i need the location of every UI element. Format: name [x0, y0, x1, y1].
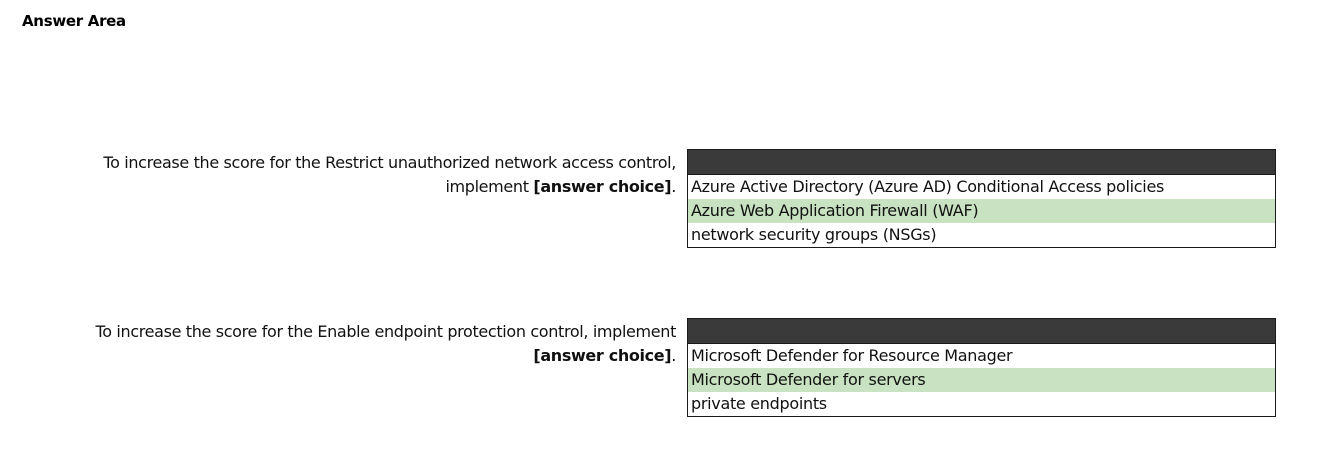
dropdown-option[interactable]: network security groups (NSGs)	[691, 225, 937, 244]
dropdown-header[interactable]	[688, 150, 1275, 175]
question-1-line-2: implement [answer choice].	[103, 175, 676, 199]
answer-choice-placeholder: [answer choice]	[533, 177, 672, 196]
question-2-line-2: [answer choice].	[96, 344, 676, 368]
question-2-line-1: To increase the score for the Enable end…	[95, 322, 677, 341]
question-1-line-2-prefix: implement	[445, 177, 534, 196]
dropdown-header[interactable]	[688, 319, 1275, 344]
question-1-line-2-suffix: .	[671, 177, 676, 196]
dropdown-option-selected[interactable]: Azure Web Application Firewall (WAF)	[688, 199, 1275, 223]
dropdown-option-selected[interactable]: Microsoft Defender for servers	[688, 368, 1275, 392]
answer-dropdown-1[interactable]: Azure Active Directory (Azure AD) Condit…	[687, 149, 1276, 248]
page-title: Answer Area	[22, 12, 126, 30]
question-2-line-2-suffix: .	[671, 346, 676, 365]
answer-dropdown-2[interactable]: Microsoft Defender for Resource Manager …	[687, 318, 1276, 417]
question-2-text: To increase the score for the Enable end…	[95, 320, 677, 368]
answer-choice-placeholder: [answer choice]	[533, 346, 672, 365]
dropdown-option[interactable]: Azure Active Directory (Azure AD) Condit…	[691, 177, 1165, 196]
question-1-text: To increase the score for the Restrict u…	[103, 151, 676, 199]
question-1-line-1: To increase the score for the Restrict u…	[103, 153, 676, 172]
dropdown-option[interactable]: Microsoft Defender for Resource Manager	[691, 346, 1013, 365]
dropdown-option[interactable]: private endpoints	[691, 394, 827, 413]
